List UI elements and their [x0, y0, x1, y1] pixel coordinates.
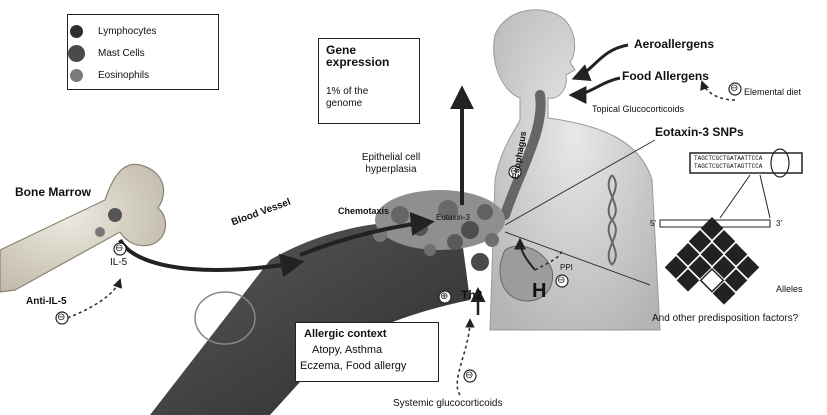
eotaxin3-label: Eotaxin-3	[436, 212, 470, 224]
ppi-label: PPI	[560, 262, 573, 274]
chemotaxis-label: Chemotaxis	[338, 205, 389, 217]
allergic-context-line2: Eczema, Food allergy	[300, 360, 406, 372]
eotaxin3-snps-label: Eotaxin-3 SNPs	[655, 126, 744, 138]
bone-marrow-label: Bone Marrow	[15, 186, 91, 198]
allergic-context-line1: Atopy, Asthma	[312, 344, 382, 356]
minus-icon: ⊖	[557, 275, 565, 287]
minus-icon: ⊖	[510, 166, 518, 178]
allergic-context-title: Allergic context	[304, 328, 387, 340]
eosinophil-icon	[70, 69, 83, 82]
il5-label: IL-5	[110, 257, 127, 269]
gene-expression-subtitle: 1% of the genome	[326, 86, 396, 110]
elemental-diet-label: Elemental diet	[744, 86, 801, 98]
food-allergen-arrow	[572, 78, 620, 95]
sequence-line2: TAGCTCGCTGATAGTTCCA	[694, 163, 762, 170]
legend-label: Mast Cells	[86, 48, 145, 59]
lymphocyte-icon	[70, 25, 83, 38]
five-prime-label: 5'	[650, 218, 656, 230]
plus-icon: ⊕	[440, 291, 448, 303]
h1-label: H	[532, 280, 546, 302]
anti-il5-label: Anti-IL-5	[26, 296, 67, 308]
legend-label: Lymphocytes	[86, 26, 157, 37]
aeroallergens-label: Aeroallergens	[634, 38, 714, 50]
th2-label: Th2	[461, 289, 482, 301]
alleles-label: Alleles	[776, 283, 803, 295]
food-allergens-label: Food Allergens	[622, 70, 709, 82]
predisposition-label: And other predisposition factors?	[652, 313, 798, 325]
minus-icon: ⊖	[465, 370, 473, 382]
mast-cell-icon	[68, 45, 85, 62]
minus-icon: ⊖	[115, 243, 123, 255]
minus-icon: ⊖	[730, 83, 738, 95]
epithelial-label: Epithelial cell hyperplasia	[355, 152, 427, 176]
bone	[0, 164, 166, 292]
legend-item-lymphocytes: Lymphocytes	[86, 26, 157, 37]
minus-icon: ⊖	[57, 312, 65, 324]
gene-expression-title: Gene expression	[326, 44, 406, 68]
three-prime-label: 3'	[776, 218, 782, 230]
systemic-gc-label: Systemic glucocorticoids	[393, 398, 502, 410]
sequence-line1: TAGCTCGCTGATAATTCCA	[694, 155, 762, 162]
legend-item-eosinophils: Eosinophils	[86, 70, 149, 81]
aeroallergen-arrow	[575, 45, 628, 78]
legend-label: Eosinophils	[86, 70, 149, 81]
allele-grid	[665, 217, 760, 305]
topical-gc-label: Topical Glucocorticoids	[592, 103, 684, 115]
legend-item-mast-cells: Mast Cells	[86, 48, 145, 59]
